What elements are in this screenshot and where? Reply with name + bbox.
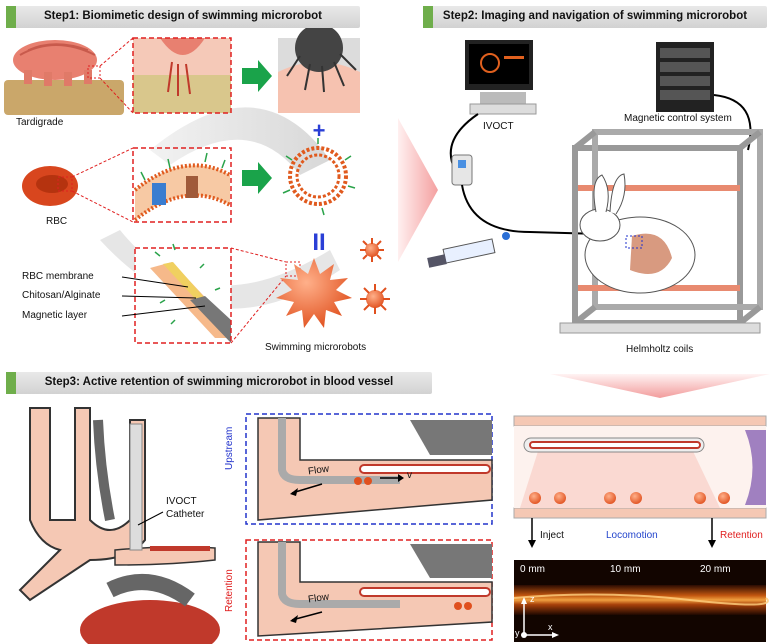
- microrobot-large: [276, 258, 352, 328]
- transition-arrow-right: [398, 118, 438, 262]
- step2-title: Step2: Imaging and navigation of swimmin…: [442, 10, 748, 22]
- step1-title: Step1: Biomimetic design of swimming mic…: [44, 10, 322, 22]
- plus-sign: +: [313, 118, 326, 143]
- callout-line: [230, 275, 287, 344]
- scale-10-label: 10 mm: [610, 564, 641, 575]
- membrane-vesicle-illustration: [282, 138, 356, 216]
- leader-line: [137, 511, 164, 526]
- claw-zoom-box: [132, 37, 232, 114]
- step3-banner: Step3: Active retention of swimming micr…: [6, 372, 432, 394]
- axis-x-label: x: [548, 622, 553, 632]
- rbc-label: RBC: [46, 216, 68, 227]
- callout-line: [99, 77, 134, 114]
- scale-20-label: 20 mm: [700, 564, 731, 575]
- retention-label: Retention: [720, 530, 763, 541]
- callout-line: [71, 147, 134, 178]
- upstream-label: Upstream: [224, 426, 235, 470]
- swimming-microrobots-label: Swimming microrobots: [265, 342, 367, 353]
- velocity-label: v: [407, 470, 412, 481]
- helmholtz-coils-label: Helmholtz coils: [626, 344, 694, 355]
- green-arrow: [242, 60, 272, 92]
- layer-zoom-box: [134, 243, 232, 344]
- ivoct-label: IVOCT: [483, 121, 514, 132]
- equals-sign: II: [312, 229, 325, 256]
- magnetic-control-system-label: Magnetic control system: [624, 113, 732, 124]
- flow-swoosh: [150, 107, 330, 175]
- pullback-unit: [451, 154, 473, 186]
- upstream-panel: [245, 413, 493, 525]
- banner-tab: [6, 6, 16, 28]
- callout-line: [99, 37, 134, 67]
- scale-0-label: 0 mm: [520, 564, 545, 575]
- axis-y-label: y: [515, 628, 520, 638]
- leader-line: [121, 276, 189, 288]
- microrobot-small: [360, 284, 390, 314]
- locomotion-label: Locomotion: [606, 530, 658, 541]
- pointer-arrow: [528, 540, 536, 548]
- leader-line: [121, 295, 197, 299]
- tardigrade-illustration: [4, 40, 124, 115]
- inject-label: Inject: [540, 530, 564, 541]
- ivoct-monitor: [465, 40, 537, 115]
- callout-line: [71, 190, 134, 223]
- oct-image: [513, 560, 769, 642]
- rabbit-illustration: [579, 173, 696, 294]
- syringe: [427, 232, 510, 268]
- ivoct-catheter-label-line1: IVOCT: [166, 496, 197, 507]
- axis-z-label: z: [530, 594, 535, 604]
- callout-line: [230, 247, 287, 263]
- catheter-line: [461, 184, 601, 235]
- spiky-core-illustration: [278, 24, 360, 113]
- transition-arrow-down: [550, 374, 770, 398]
- retention-panel: [245, 539, 493, 641]
- retention-side-label: Retention: [224, 569, 235, 612]
- leader-line: [121, 305, 206, 317]
- rbc-membrane-label: RBC membrane: [22, 271, 94, 282]
- green-arrow: [242, 162, 272, 194]
- banner-tab: [6, 372, 16, 394]
- magnetic-control-cabinet: [656, 42, 714, 112]
- vessel-section: [513, 415, 767, 519]
- microrobot-small: [360, 238, 384, 262]
- step2-banner: Step2: Imaging and navigation of swimmin…: [423, 6, 767, 28]
- rbc-illustration: [22, 166, 78, 206]
- step3-title: Step3: Active retention of swimming micr…: [44, 376, 394, 388]
- membrane-zoom-box: [132, 147, 232, 223]
- banner-tab: [423, 6, 433, 28]
- pointer-arrow: [708, 540, 716, 548]
- tardigrade-label: Tardigrade: [16, 117, 64, 128]
- magnetic-layer-label: Magnetic layer: [22, 310, 88, 321]
- step1-banner: Step1: Biomimetic design of swimming mic…: [6, 6, 360, 28]
- vessel-tree: [18, 407, 220, 644]
- chitosan-alginate-label: Chitosan/Alginate: [22, 290, 101, 301]
- ivoct-catheter-label-line2: Catheter: [166, 509, 205, 520]
